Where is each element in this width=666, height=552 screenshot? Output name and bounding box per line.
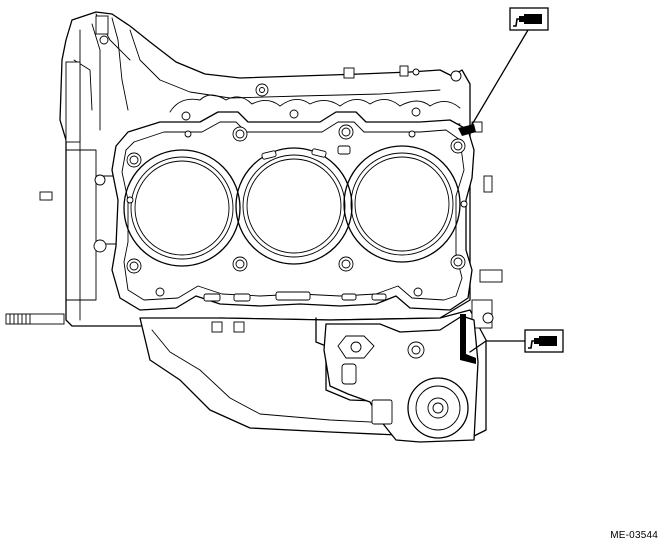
liquid-gasket-icon [509,7,549,31]
liquid-gasket-icon [524,329,564,353]
sealant-bead-upper [458,124,476,136]
sealant-bead-lower [460,314,476,364]
head-gasket [111,111,475,311]
cylinder-bore-3 [343,145,461,263]
leader-line-upper [469,29,529,129]
right-fittings [471,121,503,329]
oil-filter-housing [323,315,479,443]
figure-code: ME-03544 [610,530,658,541]
bolt-holes [126,124,466,274]
stud-bolt [5,191,65,325]
cylinder-bore-2 [235,147,353,265]
leader-line-lower [469,340,526,353]
water-passages [126,130,468,302]
cylinder-bore-1 [123,149,241,267]
